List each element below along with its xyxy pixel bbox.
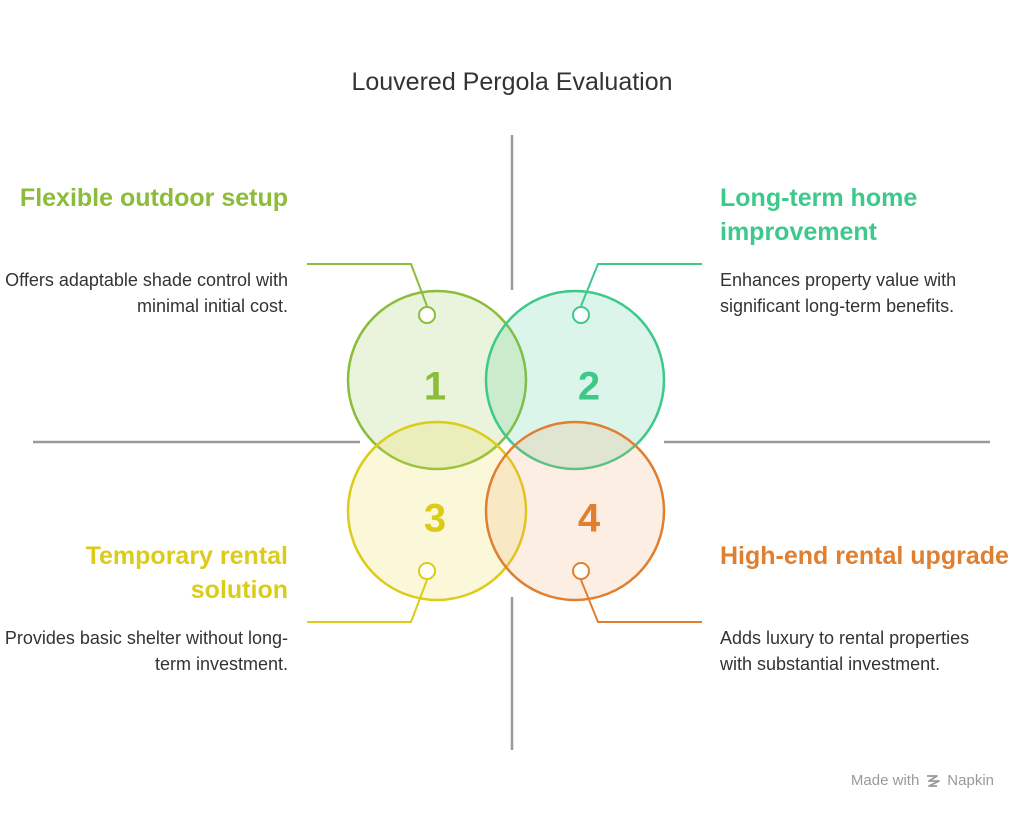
- quadrant-4-description: Adds luxury to rental properties with su…: [720, 628, 970, 674]
- quadrant-1-number: 1: [424, 365, 446, 409]
- quadrant-1-anchor-dot: [418, 306, 436, 324]
- quadrant-3-description: Provides basic shelter without long-term…: [4, 628, 288, 674]
- quadrant-2-description: Enhances property value with significant…: [720, 270, 957, 316]
- quadrant-4-circle: [484, 420, 666, 602]
- quadrant-2-number: 2: [578, 365, 600, 409]
- quadrant-3-anchor-dot: [418, 562, 436, 580]
- quadrant-1-connector: [307, 263, 428, 307]
- quadrant-1-description: Offers adaptable shade control with mini…: [5, 270, 288, 316]
- quadrant-1-heading: Flexible outdoor setup: [19, 184, 288, 212]
- quadrant-3-circle: [346, 420, 528, 602]
- made-with-napkin-footer[interactable]: Made with Napkin: [851, 772, 994, 789]
- quadrant-2-connector: [580, 263, 702, 307]
- quadrant-1-circle: [346, 289, 528, 471]
- diagram-title: Louvered Pergola Evaluation: [351, 68, 673, 96]
- quadrant-4-anchor-dot: [572, 562, 590, 580]
- quadrant-4-heading: High-end rental upgrade: [720, 542, 1009, 570]
- quadrant-2-anchor-dot: [572, 306, 590, 324]
- quadrant-4-number: 4: [578, 497, 601, 541]
- quadrant-3-number: 3: [424, 497, 446, 541]
- napkin-brand-label: Napkin: [947, 772, 994, 789]
- quadrant-3-connector: [307, 579, 428, 623]
- quadrant-2-circle: [484, 289, 666, 471]
- napkin-logo-icon: [927, 774, 941, 787]
- quadrant-3-heading: Temporary rental solution: [85, 542, 288, 604]
- quadrant-2-heading: Long-term home improvement: [720, 184, 918, 246]
- quadrant-4-connector: [580, 579, 702, 623]
- made-with-label: Made with: [850, 772, 920, 789]
